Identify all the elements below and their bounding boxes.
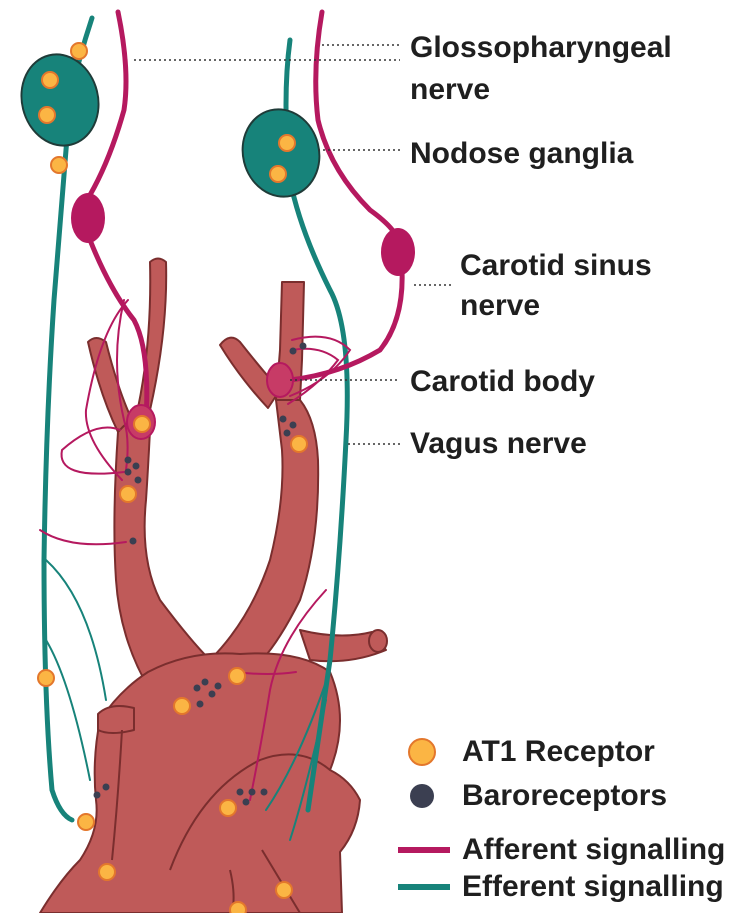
label-carotid-body: Carotid body (410, 364, 595, 400)
baroreceptor (215, 683, 222, 690)
left-carotid-external-branch (88, 338, 132, 432)
baroreceptor (94, 792, 101, 799)
at1-receptor (229, 668, 245, 684)
baroreceptor (261, 789, 268, 796)
left-nodose-ganglion (12, 46, 108, 154)
at1-receptor (174, 698, 190, 714)
baroreceptor (194, 685, 201, 692)
at1-receptor (276, 882, 292, 898)
at1-receptor (51, 157, 67, 173)
baroreceptor (125, 457, 132, 464)
baroreceptor (202, 679, 209, 686)
at1-receptor (39, 107, 55, 123)
label-glossopharyngeal-line2: nerve (410, 72, 490, 108)
at1-receptor (230, 902, 246, 913)
right-petrosal-ganglion (381, 228, 415, 276)
right-carotid-body (267, 363, 293, 397)
legend-afferent-signalling: Afferent signalling (462, 833, 725, 867)
subclavian-end (369, 630, 387, 652)
baroreceptor (290, 422, 297, 429)
left-common-carotid (114, 410, 210, 690)
baroreceptor (209, 691, 216, 698)
ganglia (12, 46, 415, 439)
at1-receptor (99, 864, 115, 880)
at1-receptor (42, 72, 58, 88)
baroreceptor (197, 701, 204, 708)
legend-at1-icon (409, 739, 435, 765)
at1-receptor (270, 166, 286, 182)
baroreceptor (130, 538, 137, 545)
baroreceptor (290, 348, 297, 355)
label-glossopharyngeal-line1: Glossopharyngeal (410, 30, 672, 66)
legend-baroreceptor-icon (410, 784, 434, 808)
legend-efferent-signalling: Efferent signalling (462, 870, 724, 904)
baroreceptor (237, 789, 244, 796)
right-nodose-ganglion (233, 101, 328, 205)
at1-receptor (38, 670, 54, 686)
baroreceptor (135, 477, 142, 484)
legend-symbols (398, 739, 450, 887)
baroreceptor (280, 416, 287, 423)
at1-receptor (134, 416, 150, 432)
left-petrosal-ganglion (71, 193, 105, 243)
baroreceptor (133, 463, 140, 470)
pulmonary-stub (98, 706, 134, 733)
baroreceptor (125, 469, 132, 476)
baroreceptor (243, 799, 250, 806)
label-carotid-sinus-line2: nerve (460, 288, 540, 324)
label-carotid-sinus-line1: Carotid sinus (460, 248, 652, 284)
at1-receptor (71, 43, 87, 59)
at1-receptor (220, 800, 236, 816)
at1-receptor (120, 486, 136, 502)
at1-receptor (78, 814, 94, 830)
at1-receptor (291, 436, 307, 452)
at1-receptor (279, 135, 295, 151)
legend-at1-receptor: AT1 Receptor (462, 735, 655, 769)
label-nodose-ganglia: Nodose ganglia (410, 136, 633, 172)
baroreceptor (284, 430, 291, 437)
baroreceptor (249, 789, 256, 796)
label-vagus-nerve: Vagus nerve (410, 426, 587, 462)
baroreceptor (103, 784, 110, 791)
legend-baroreceptors: Baroreceptors (462, 779, 667, 813)
baroreceptor (300, 343, 307, 350)
